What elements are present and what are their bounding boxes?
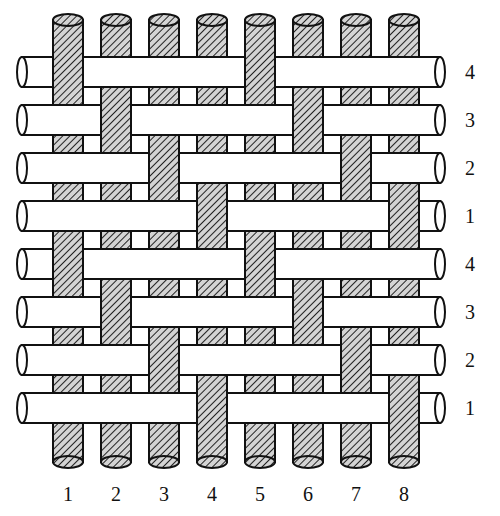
shaft-number: 1 [465, 398, 475, 418]
shaft-number: 3 [465, 302, 475, 322]
weft-threads [17, 57, 445, 423]
thread-number: 5 [255, 484, 265, 504]
thread-number: 3 [159, 484, 169, 504]
shaft-number: 3 [465, 110, 475, 130]
warp-over-crossings [53, 56, 419, 424]
thread-number: 4 [207, 484, 217, 504]
warp-over-edges [53, 56, 419, 424]
thread-number: 8 [399, 484, 409, 504]
thread-number: 6 [303, 484, 313, 504]
shaft-number: 2 [465, 350, 475, 370]
shaft-number: 4 [465, 254, 475, 274]
shaft-number: 2 [465, 158, 475, 178]
shaft-number: 1 [465, 206, 475, 226]
thread-number: 7 [351, 484, 361, 504]
thread-number: 1 [63, 484, 73, 504]
shaft-number: 4 [465, 62, 475, 82]
thread-number: 2 [111, 484, 121, 504]
